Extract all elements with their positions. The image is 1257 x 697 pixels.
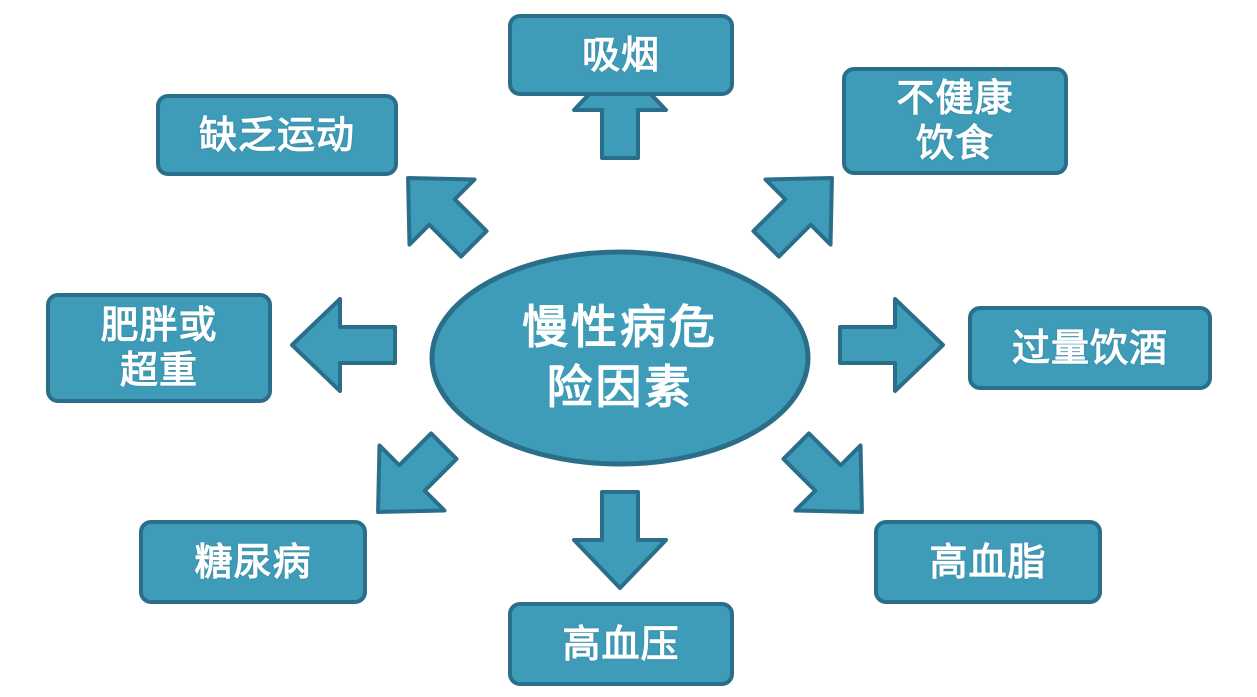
node-hyperlipidemia-label: 高血脂: [929, 539, 1047, 584]
arrow-down-right: [781, 431, 864, 514]
node-lack-of-exercise-label: 缺乏运动: [198, 112, 355, 157]
node-hypertension: 高血压: [508, 602, 734, 686]
node-smoking: 吸烟: [508, 14, 734, 96]
arrow-up-right: [751, 176, 834, 259]
center-ellipse: [429, 249, 811, 467]
node-obesity: 肥胖或 超重: [46, 293, 272, 403]
node-alcohol: 过量饮酒: [968, 306, 1212, 390]
node-diabetes-label: 糖尿病: [194, 539, 312, 584]
node-unhealthy-diet-label: 不健康 饮食: [896, 76, 1014, 165]
arrow-right: [838, 297, 945, 393]
node-hypertension-label: 高血压: [562, 621, 680, 666]
arrow-down: [572, 490, 668, 590]
node-alcohol-label: 过量饮酒: [1011, 325, 1168, 370]
arrow-up-left: [406, 176, 489, 259]
node-hyperlipidemia: 高血脂: [874, 520, 1102, 604]
arrow-left: [290, 297, 397, 393]
node-obesity-label: 肥胖或 超重: [100, 303, 218, 392]
node-diabetes: 糖尿病: [139, 520, 367, 604]
node-lack-of-exercise: 缺乏运动: [156, 94, 398, 176]
node-smoking-label: 吸烟: [581, 32, 660, 77]
arrow-down-left: [376, 431, 459, 514]
center-label: 慢性病危 险因素: [522, 300, 718, 414]
node-unhealthy-diet: 不健康 饮食: [842, 67, 1068, 175]
